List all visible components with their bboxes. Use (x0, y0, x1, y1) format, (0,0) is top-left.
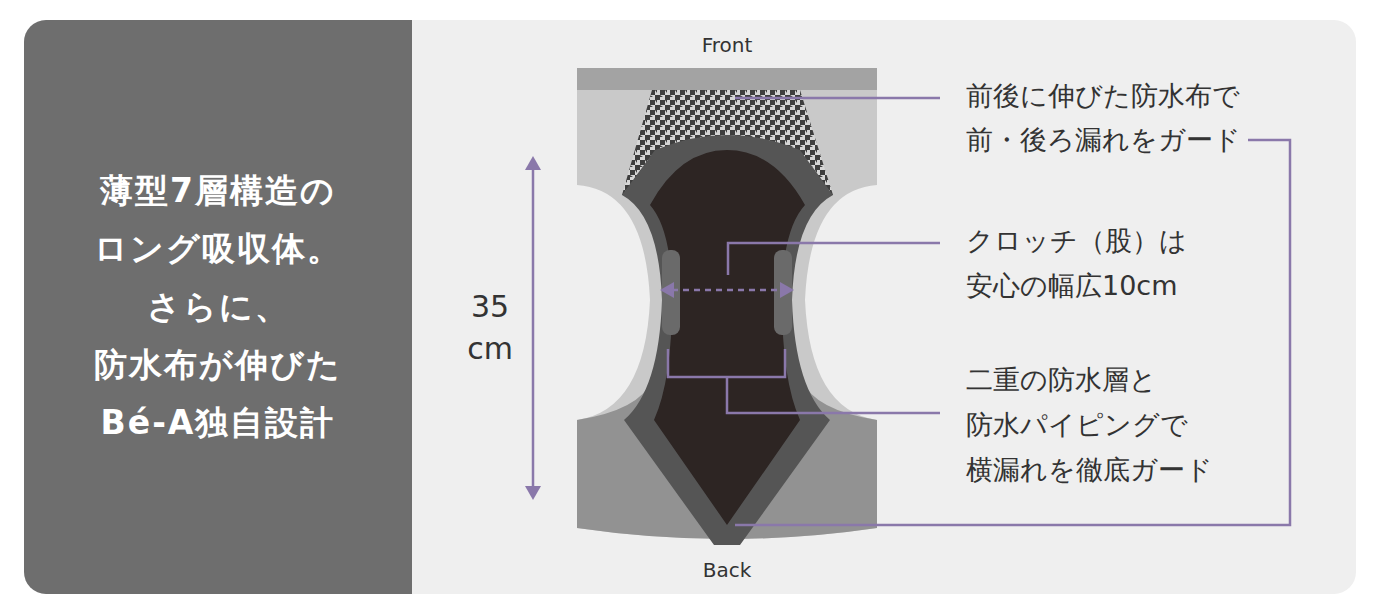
callout-text: クロッチ（股）は 安心の幅広10cm (966, 218, 1284, 308)
arrow-head (780, 282, 794, 298)
heading-panel: 薄型7層構造の ロング吸収体。 さらに、 防水布が伸びた Bé-A独自設計 (24, 20, 412, 594)
arrow-head (660, 282, 674, 298)
front-label: Front (627, 32, 827, 58)
length-arrow (532, 166, 535, 490)
dimension: 35 cm (455, 286, 525, 370)
leader-line (735, 97, 940, 100)
leader-line (735, 140, 1290, 525)
callout-text: 二重の防水層と 防水パイピングで 横漏れを徹底ガード (966, 357, 1284, 492)
panel-ground (24, 20, 1356, 594)
waterproof-layer (622, 135, 833, 545)
callout-text: 前後に伸びた防水布で 前・後ろ漏れをガード (966, 74, 1284, 162)
leader-line (728, 243, 940, 275)
crotch-width-arrow (672, 289, 782, 292)
bracket (668, 349, 785, 377)
panel-heading: 薄型7層構造の ロング吸収体。 さらに、 防水布が伸びた Bé-A独自設計 (58, 162, 378, 452)
back-label: Back (627, 557, 827, 583)
waist-band (577, 68, 877, 90)
arrow-head (525, 486, 541, 500)
leader-line (727, 377, 940, 413)
absorbent-core (650, 150, 805, 525)
arrow-head (525, 156, 541, 170)
